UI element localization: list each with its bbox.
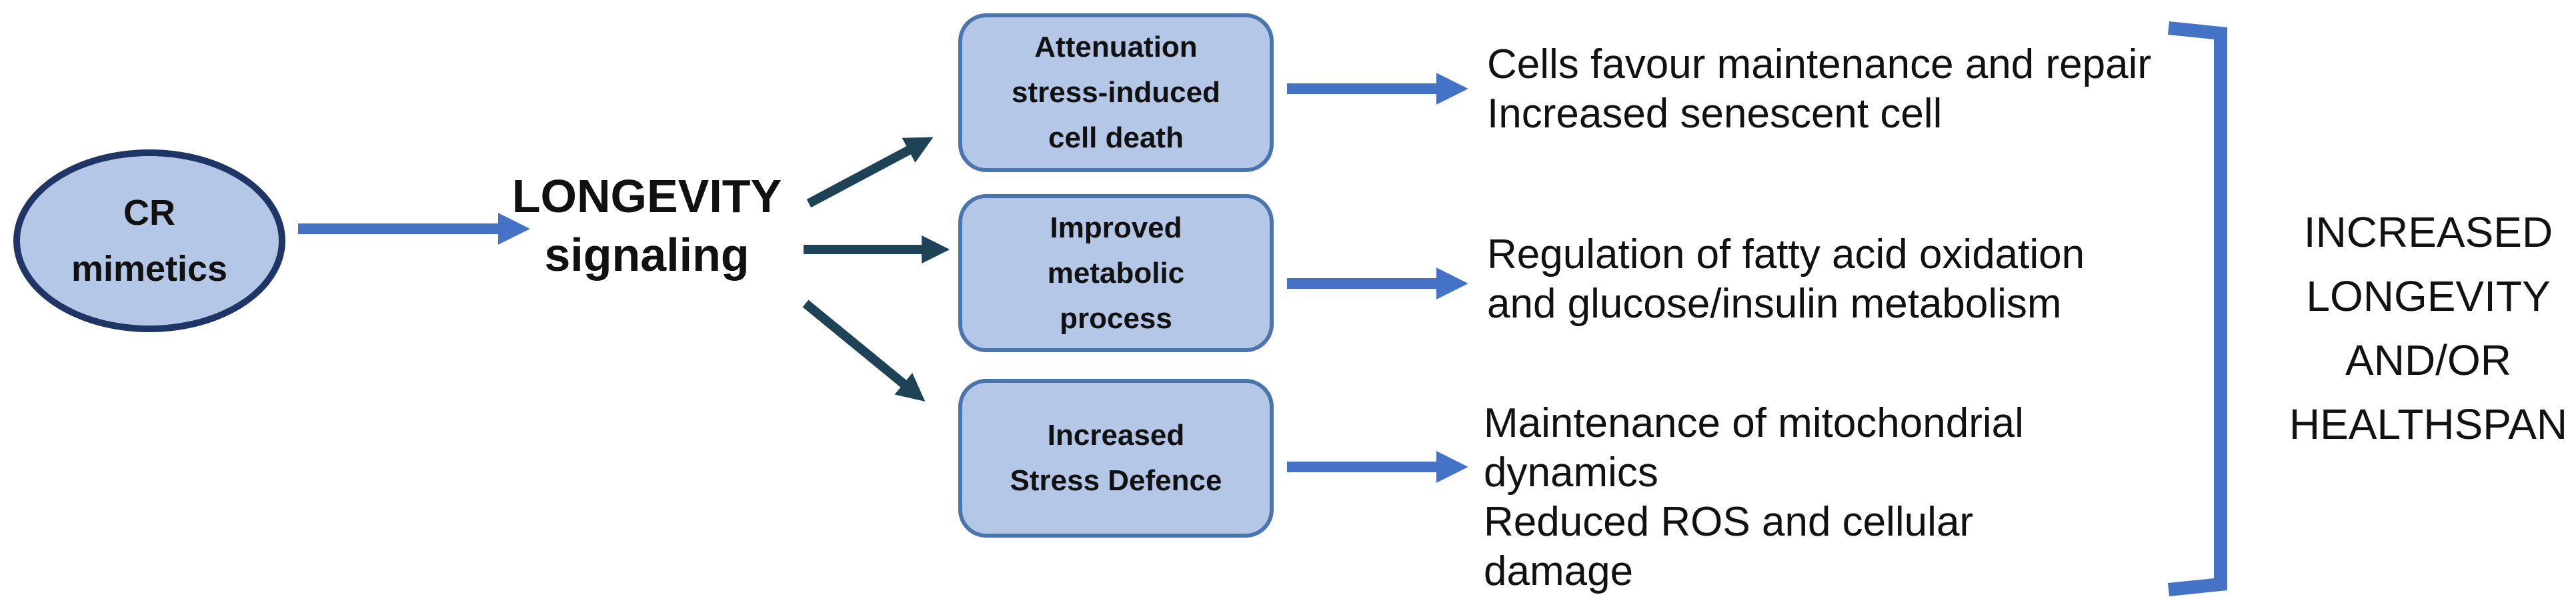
- arrow-hub-to-box3-icon: [802, 299, 926, 402]
- box-label: Improved metabolic process: [1047, 211, 1185, 335]
- box-increased-stress-defence: Increased Stress Defence: [958, 379, 1274, 538]
- grouping-bracket: [2167, 21, 2227, 596]
- source-node-cr-mimetics: CR mimetics: [13, 149, 285, 332]
- outcome-text-mitochondrial-ros: Maintenance of mitochondrial dynamics Re…: [1484, 400, 2024, 594]
- box-attenuation-stress-induced-cell-death: Attenuation stress-induced cell death: [958, 13, 1274, 172]
- hub-label-longevity-signaling: LONGEVITY signaling: [511, 170, 782, 281]
- result-label-increased-longevity-healthspan: INCREASED LONGEVITY AND/OR HEALTHSPAN: [2289, 208, 2568, 448]
- outcome-text-maintenance-repair: Cells favour maintenance and repair Incr…: [1487, 41, 2151, 137]
- box-label: Attenuation stress-induced cell death: [1012, 31, 1220, 154]
- source-node-label: CR mimetics: [71, 193, 228, 289]
- box-improved-metabolic-process: Improved metabolic process: [958, 194, 1274, 352]
- arrow-hub-to-box1-icon: [806, 137, 934, 208]
- box-label: Increased Stress Defence: [1010, 419, 1222, 497]
- outcome-text-fatty-acid-metabolism: Regulation of fatty acid oxidation and g…: [1487, 231, 2085, 327]
